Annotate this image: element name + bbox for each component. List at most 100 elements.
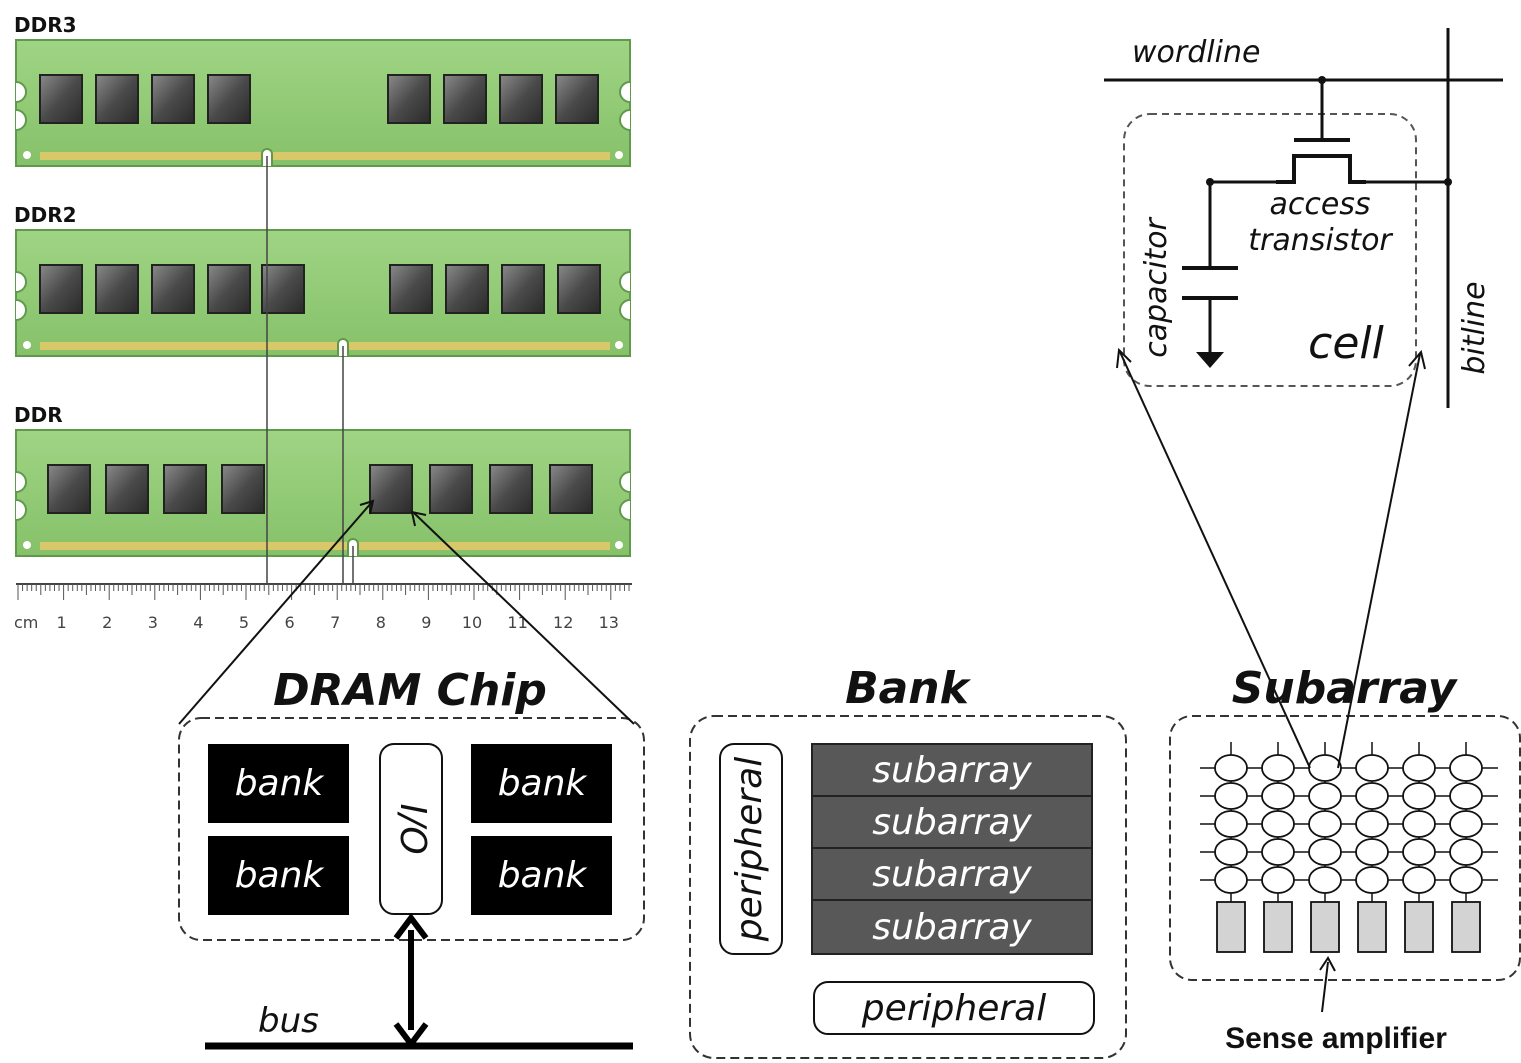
- bitline-label: bitline: [1457, 281, 1492, 374]
- wordline-label: wordline: [1132, 35, 1260, 70]
- memory-cell: [1308, 810, 1342, 838]
- ruler-label: 6: [285, 613, 295, 632]
- dram-chip-title: DRAM Chip: [273, 665, 547, 716]
- memory-cell: [1261, 782, 1295, 810]
- ddr2-hole-left: [23, 341, 31, 349]
- peripheral-bottom-label: peripheral: [861, 988, 1046, 1029]
- sense-amplifier: [1451, 901, 1481, 953]
- subarray-label: subarray: [872, 802, 1032, 843]
- zoom-arrowhead-right: [410, 510, 427, 527]
- sense-amplifier: [1357, 901, 1387, 953]
- ruler-label: 4: [193, 613, 203, 632]
- ddr3-chip: [151, 74, 195, 124]
- bank-block: [471, 836, 612, 915]
- memory-cell: [1402, 782, 1436, 810]
- bank-label: bank: [498, 763, 589, 804]
- subarray-stack: subarray subarray subarray subarray: [811, 743, 1093, 955]
- bank-label: bank: [235, 763, 326, 804]
- ddr2-chip: [95, 264, 139, 314]
- ddr3-chip: [39, 74, 83, 124]
- memory-cell: [1355, 754, 1389, 782]
- ruler-label: 8: [376, 613, 386, 632]
- ddr-hole-right: [615, 541, 623, 549]
- ddr2-chips: [39, 264, 601, 314]
- ground-icon: [1196, 352, 1224, 368]
- ruler-label: 7: [330, 613, 340, 632]
- ddr-notch-right: [619, 471, 631, 521]
- zoom-arrowhead-left: [359, 499, 375, 515]
- ddr3-contacts: [40, 152, 610, 160]
- ddr2-label: DDR2: [14, 203, 77, 227]
- memory-cell: [1308, 838, 1342, 866]
- memory-cell: [1214, 838, 1248, 866]
- ddr2-notch-right: [619, 271, 631, 321]
- memory-cell: [1449, 866, 1483, 894]
- subarray-block: [811, 795, 1093, 849]
- peripheral-left-label: peripheral: [729, 757, 770, 942]
- ruler-label: 9: [421, 613, 431, 632]
- memory-cell: [1449, 754, 1483, 782]
- sense-amplifier: [1263, 901, 1293, 953]
- ddr-module: DDR: [14, 403, 631, 557]
- ddr-chip: [105, 464, 149, 514]
- ddr2-chip: [389, 264, 433, 314]
- subarray-label: subarray: [872, 750, 1032, 791]
- subarray-label: subarray: [872, 907, 1032, 948]
- ddr3-chip: [443, 74, 487, 124]
- sense-amplifier: [1216, 901, 1246, 953]
- cell-boundary: [1123, 113, 1417, 387]
- capacitor-label: capacitor: [1139, 217, 1174, 358]
- sense-amplifier-row: [1216, 901, 1481, 953]
- ddr2-chip: [445, 264, 489, 314]
- memory-cell: [1308, 754, 1342, 782]
- sense-amplifier: [1310, 901, 1340, 953]
- ddr3-hole-left: [23, 151, 31, 159]
- memory-cell: [1261, 866, 1295, 894]
- ddr-contacts: [40, 542, 610, 550]
- ddr2-contacts: [40, 342, 610, 350]
- memory-cell: [1402, 754, 1436, 782]
- cell-zoom-arrowhead-right: [1408, 349, 1426, 370]
- cell-zoom-arrowhead-left: [1116, 347, 1132, 369]
- subarray-panel: Subarray Sense amplifier: [1169, 663, 1521, 1055]
- ddr2-hole-right: [615, 341, 623, 349]
- ddr-chip: [429, 464, 473, 514]
- ddr-chip: [489, 464, 533, 514]
- bank-block: [208, 836, 349, 915]
- subarray-title: Subarray: [1232, 663, 1459, 714]
- sense-amp-pointer-head: [1319, 956, 1336, 972]
- ddr3-chips: [39, 74, 599, 124]
- memory-cell: [1402, 810, 1436, 838]
- sense-amp-label: Sense amplifier: [1225, 1022, 1447, 1055]
- cell-zoom-lines: [1116, 347, 1426, 769]
- bank-title: Bank: [845, 663, 972, 714]
- ddr2-chip: [39, 264, 83, 314]
- ddr3-label: DDR3: [14, 13, 77, 37]
- memory-cell: [1355, 810, 1389, 838]
- ruler-label: 5: [239, 613, 249, 632]
- memory-cell: [1308, 866, 1342, 894]
- sense-amp-pointer: [1321, 961, 1329, 1013]
- zoom-line-right: [413, 512, 635, 725]
- cell-grid: [1200, 742, 1498, 902]
- ddr3-chip: [555, 74, 599, 124]
- ddr2-chip: [261, 264, 305, 314]
- ruler-unit: cm: [14, 613, 38, 632]
- ddr-hole-left: [23, 541, 31, 549]
- access-transistor-label-2: transistor: [1248, 223, 1393, 258]
- ddr2-chip: [501, 264, 545, 314]
- ddr-chip: [221, 464, 265, 514]
- memory-cell: [1214, 810, 1248, 838]
- memory-cell: [1402, 838, 1436, 866]
- cell-detail-panel: wordline bitline access transistor capac…: [1104, 28, 1503, 408]
- ruler-label: 11: [507, 613, 527, 632]
- dram-chip-panel: DRAM Chip bank bank bank bank I/O bus: [178, 665, 645, 1050]
- ddr-notch-left: [15, 471, 27, 521]
- ddr-chip-highlighted: [369, 464, 413, 514]
- bank-label: bank: [235, 855, 326, 896]
- memory-cell: [1214, 782, 1248, 810]
- ddr2-module: DDR2: [14, 203, 631, 357]
- subarray-block: [811, 899, 1093, 955]
